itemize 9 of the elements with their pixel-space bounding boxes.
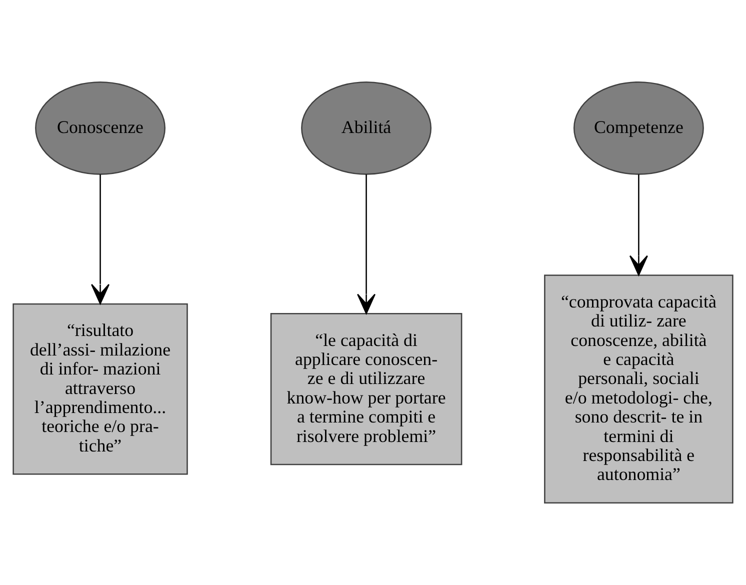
node-ellipse: Competenze <box>573 81 704 175</box>
arrow <box>629 174 648 276</box>
node-ellipse: Abilitá <box>301 81 432 175</box>
node-box: “comprovata capacità di utiliz- zare conoscenze, abilità e capacità personali, sociali e/o metodologi- che, sono descrit- te in termini di responsabilità e autonomia” <box>544 274 734 504</box>
arrow <box>357 174 376 314</box>
node-box: “risultato dell’assi- milazione di infor- mazioni attraverso l’apprendimento... teoriche e/o pra- tiche” <box>12 303 188 475</box>
node-box: “le capacità di applicare conoscen- ze e di utilizzare know-how per portare a termine compiti e risolvere problemi” <box>270 312 462 466</box>
node-ellipse: Conoscenze <box>35 81 166 175</box>
arrow <box>91 174 110 304</box>
